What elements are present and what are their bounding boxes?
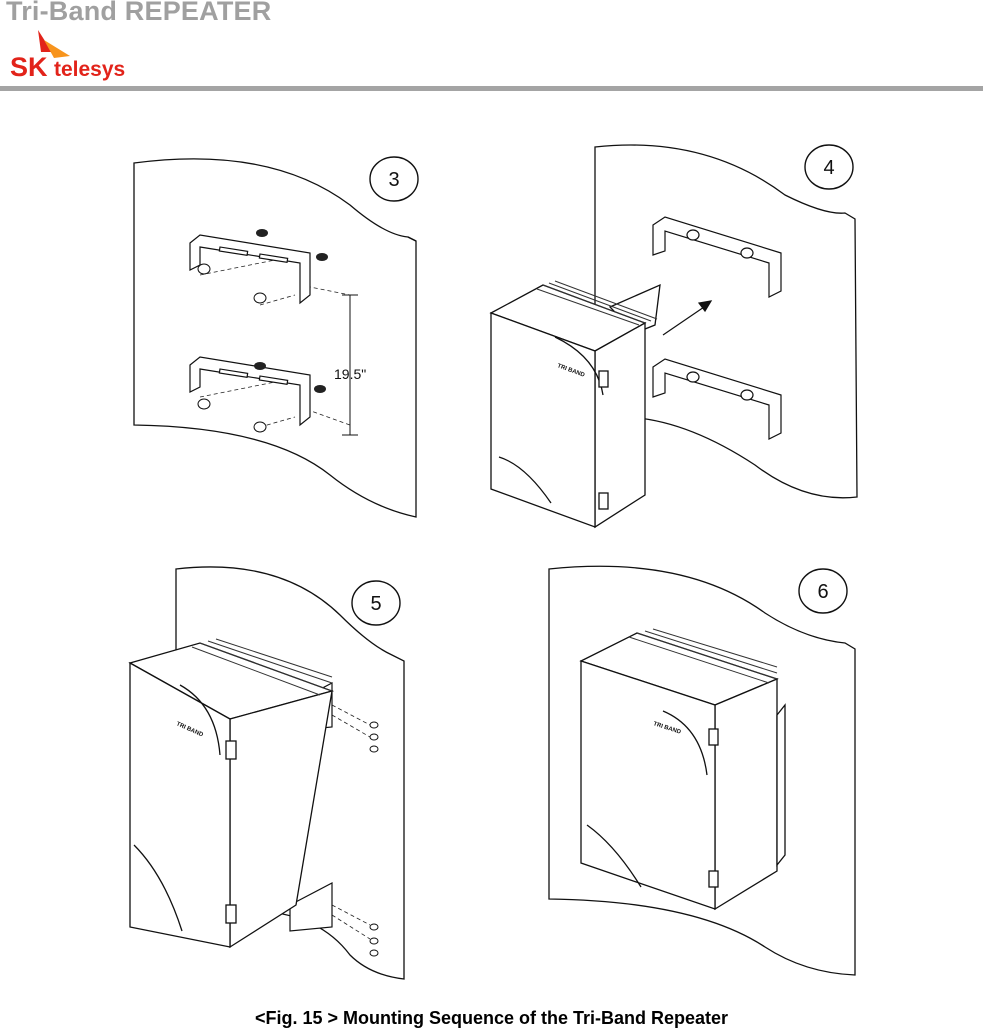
dimension-line [342,294,358,436]
screw-icons [197,229,328,433]
step-3-badge [369,156,419,202]
figure-caption: <Fig. 15 > Mounting Sequence of the Tri-… [254,1008,729,1028]
repeater-side [714,678,778,911]
door-latch [708,870,719,888]
header-divider [0,86,983,91]
repeater-unit [128,642,335,949]
step-5-badge [351,580,401,626]
wall-panel [133,158,417,518]
repeater-unit [579,632,786,911]
heatsink-fins [536,280,658,326]
step-5-panel: TRI BAND 5 [128,566,405,980]
step-5-number: 5 [370,593,381,615]
logo-sk-text: SK [10,52,48,82]
document-header-title: Tri-Band REPEATER [6,0,272,26]
door-latch [598,370,609,388]
door-latch [225,740,237,760]
step-4-panel: TRI BAND 4 [489,144,858,529]
step-3-panel: 19.5" 3 [133,156,419,518]
step-3-number: 3 [388,169,399,191]
sk-telesys-logo: SK telesys [10,30,125,82]
dimension-label: 19.5" [334,366,366,382]
repeater-front-door [490,312,596,528]
step-4-number: 4 [823,157,834,179]
door-latch [598,492,609,510]
upper-bracket [189,234,311,305]
lower-bracket [652,358,782,440]
step-6-badge [798,568,848,614]
heatsink-fins [191,638,333,696]
heatsink-fins [628,628,778,684]
mounting-figure: 19.5" 3 [120,135,880,985]
door-latch [225,904,237,924]
logo-telesys-text: telesys [54,58,125,81]
door-latch [708,728,719,746]
repeater-front-door [129,661,231,948]
repeater-unit [489,283,661,529]
logo-butterfly-icon [38,30,70,58]
screw-icons [369,721,379,957]
upper-bracket [652,216,782,298]
step-6-number: 6 [817,581,828,603]
step-4-badge [804,144,854,190]
step-6-panel: TRI BAND 6 [548,565,856,976]
mounting-arrow-icon [662,300,713,336]
